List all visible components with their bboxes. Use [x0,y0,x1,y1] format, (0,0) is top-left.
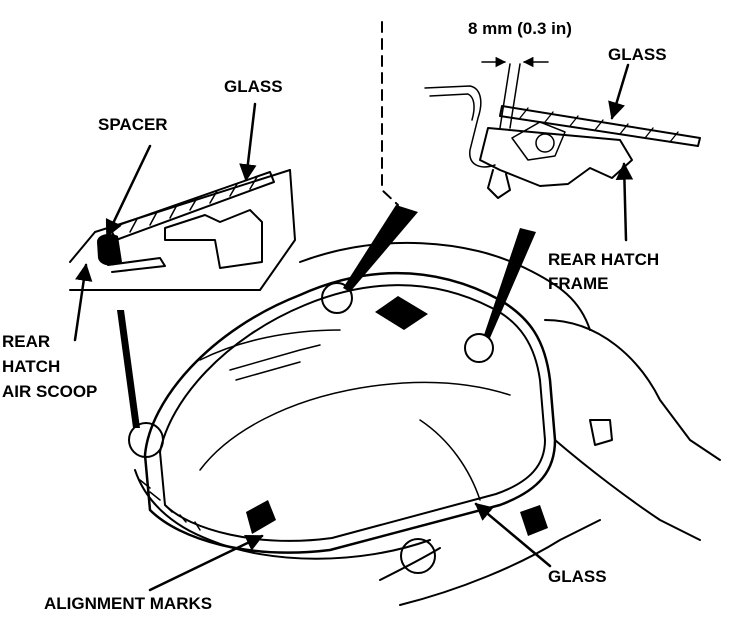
rear-hatch-frame-part [479,121,633,199]
glass-label-bottom: GLASS [548,567,607,586]
alignment-marks-label: ALIGNMENT MARKS [44,594,212,613]
detail-inset-left [69,169,296,291]
glass-label-top-left: GLASS [224,77,283,96]
glass-label-top-right: GLASS [608,45,667,64]
air-scoop-label-line1: REAR [2,332,50,351]
leader-arrows [73,63,634,592]
glass-pane-right [499,105,701,147]
car-rear-hatch [134,241,721,606]
air-scoop-label-line2: HATCH [2,357,60,376]
spacer-label: SPACER [98,115,168,134]
detail-callout-circles [128,282,494,574]
air-scoop-label-line3: AIR SCOOP [2,382,97,401]
dimension-label: 8 mm (0.3 in) [468,19,572,38]
spacer-part [97,234,122,266]
rear-hatch-frame-label-line1: REAR HATCH [548,250,659,269]
rear-hatch-frame-label-line2: FRAME [548,274,608,293]
detail-inset-right [381,21,701,206]
detail-leader-bands [117,205,536,428]
